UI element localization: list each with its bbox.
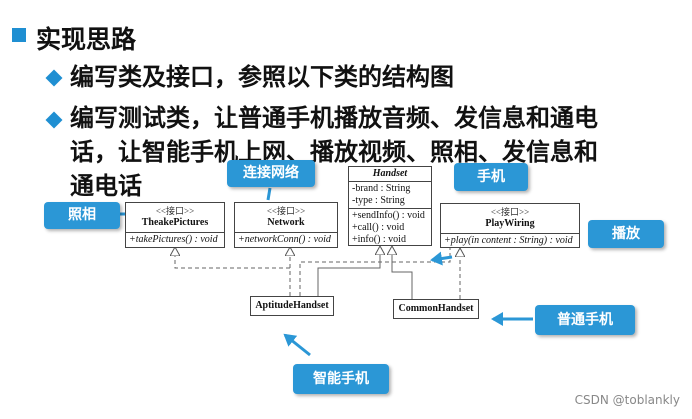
realize-play-line-a (299, 248, 451, 296)
method: +networkConn() : void (238, 234, 331, 245)
play-arrow-icon (430, 251, 453, 266)
heading-bullet (12, 28, 26, 42)
bullet-text-4: 通电话 (70, 172, 142, 200)
method: +takePictures() : void (129, 234, 218, 245)
class-handset: Handset -brand : String -type : String +… (348, 166, 432, 246)
bullet-text-3: 话，让智能手机上网、播放视频、照相、发信息和 (70, 138, 598, 166)
attribute: -type : String (352, 195, 405, 206)
bullet-text-1: 编写类及接口，参照以下类的结构图 (70, 63, 454, 91)
class-name: PlayWiring (485, 218, 535, 229)
smart-arrow-icon (283, 333, 311, 357)
class-name: Network (267, 217, 305, 228)
tag-play: 播放 (588, 220, 664, 248)
class-theake-pictures: <<接口>> TheakePictures +takePictures() : … (125, 202, 225, 248)
tag-photo: 照相 (44, 202, 120, 229)
class-network: <<接口>> Network +networkConn() : void (234, 202, 338, 248)
method: +play(in content : String) : void (444, 235, 573, 246)
tag-common-handset: 普通手机 (535, 305, 635, 335)
class-common-handset: CommonHandset (393, 299, 479, 319)
watermark: CSDN @toblankly (574, 393, 680, 407)
bullet-text-2: 编写测试类，让普通手机播放音频、发信息和通电 (70, 104, 598, 132)
tag-network: 连接网络 (227, 160, 315, 187)
stereotype-label: <<接口>> (266, 206, 306, 216)
heading: 实现思路 (36, 25, 137, 54)
tag-smart-handset: 智能手机 (293, 364, 389, 394)
method: +call() : void (352, 222, 405, 233)
class-play-wiring: <<接口>> PlayWiring +play(in content : Str… (440, 203, 580, 248)
attribute: -brand : String (352, 183, 411, 194)
tag-handset: 手机 (454, 163, 528, 191)
class-name: TheakePictures (141, 217, 209, 228)
method: +info() : void (352, 234, 406, 245)
realize-theake-line (175, 247, 291, 296)
class-name: Handset (372, 168, 408, 179)
inherit-common-line (392, 246, 413, 299)
inherit-aptitude-line (317, 246, 380, 296)
network-tag-pointer (266, 187, 272, 201)
stereotype-label: <<接口>> (490, 207, 530, 217)
stereotype-label: <<接口>> (155, 206, 195, 216)
method: +sendInfo() : void (352, 210, 425, 221)
class-aptitude-handset: AptitudeHandset (250, 296, 334, 316)
